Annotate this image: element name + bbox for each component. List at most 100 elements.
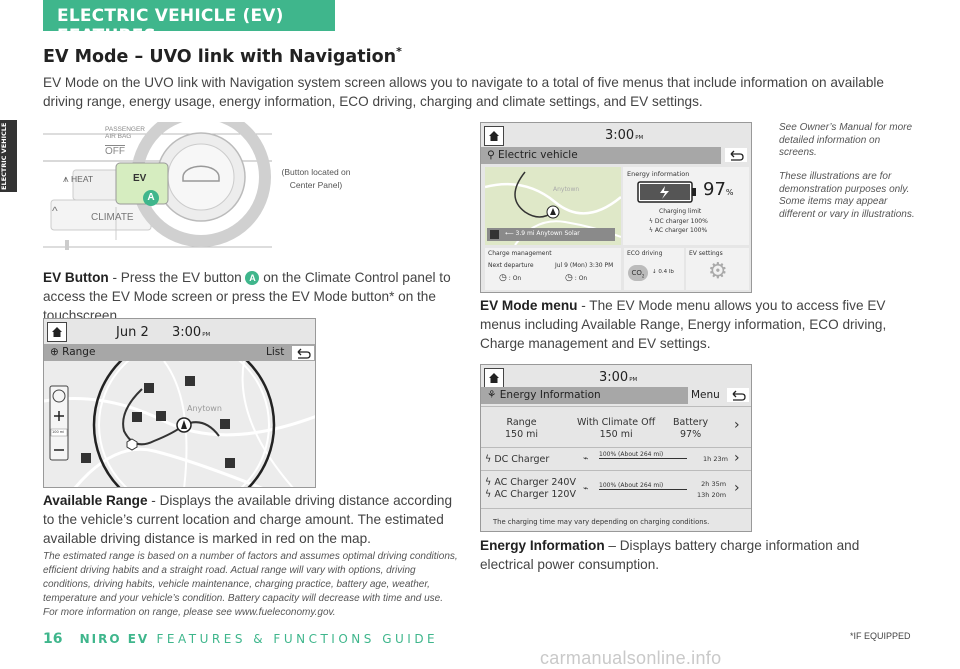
back-button[interactable] — [292, 346, 314, 360]
dc-charge-time: 1h 23m — [703, 455, 728, 463]
ev-clock: 3:00PM — [605, 128, 643, 143]
ac240-time: 2h 35m — [701, 480, 727, 488]
available-range-description: Available Range - Displays the available… — [43, 491, 458, 548]
side-tab: ELECTRIC VEHICLE (EV) FEATURES — [0, 65, 17, 192]
gear-icon: ⚙ — [708, 259, 728, 284]
dc-charger-row[interactable]: ϟ DC Charger ⌁ 100% (About 264 mi) 1h 23… — [481, 447, 751, 470]
ev-settings-panel[interactable]: EV settings ⚙ — [686, 248, 749, 290]
ei-clock-time: 3:00 — [599, 370, 629, 385]
ev-map[interactable] — [485, 167, 621, 245]
chevron-right-icon: › — [734, 417, 740, 433]
battery-percent: 97% — [703, 179, 734, 200]
home-button[interactable] — [47, 322, 67, 342]
charge-icon: ϟ — [649, 227, 653, 234]
ev-map-distance-text: 3.9 mi Anytown Solar — [515, 230, 580, 237]
electric-vehicle-screen: 3:00PM ⚲ Electric vehicle Anytown ⟵ 3.9 … — [480, 122, 752, 293]
charge-icon: ϟ — [649, 218, 653, 225]
energy-information-description: Energy Information – Displays battery ch… — [480, 536, 910, 574]
home-button[interactable] — [484, 126, 504, 146]
home-icon — [52, 327, 62, 337]
ev-button-text-1: - Press the EV button — [108, 270, 246, 285]
ac240-label: AC Charger 240V — [494, 477, 576, 488]
charge-management-panel[interactable]: Charge management Next departure Jul 9 (… — [485, 248, 621, 290]
battery-icon — [637, 181, 696, 203]
ev-mode-menu-heading: EV Mode menu — [480, 298, 578, 313]
eco-driving-panel[interactable]: ECO driving CO2 ↓ 0.4 lb — [624, 248, 684, 290]
menu-button[interactable]: Menu — [691, 389, 720, 401]
charging-notice-row: The charging time may vary depending on … — [481, 508, 751, 531]
ev-button-label[interactable]: EV — [133, 173, 147, 184]
range-clock: 3:00PM — [172, 325, 210, 340]
section-header-title: ELECTRIC VEHICLE (EV) FEATURES — [57, 6, 284, 46]
battery-stat-label: Battery — [673, 417, 709, 428]
intro-paragraph: EV Mode on the UVO link with Navigation … — [43, 75, 884, 109]
range-date: Jun 2 — [116, 325, 149, 340]
next-departure-label: Next departure — [488, 262, 534, 269]
charging-notice: The charging time may vary depending on … — [493, 518, 710, 526]
ev-button-badge: A — [143, 190, 159, 206]
side-tab-label: ELECTRIC VEHICLE (EV) FEATURES — [0, 65, 8, 190]
owners-manual-note: See Owner’s Manual for more detailed inf… — [779, 122, 913, 158]
ac-limit-text: AC charger 100% — [654, 227, 708, 234]
ev-clock-ampm: PM — [635, 135, 644, 141]
airbag-label-line1: PASSENGER — [105, 126, 145, 133]
range-fine-print: The estimated range is based on a number… — [43, 551, 458, 618]
page-footer: 16 NIRO EV FEATURES & FUNCTIONS GUIDE — [43, 628, 438, 647]
ev-button-inline-badge: A — [245, 271, 260, 285]
dc-limit: ϟ DC charger 100% — [649, 218, 708, 225]
if-equipped-note: *IF EQUIPPED — [850, 631, 911, 641]
page-number: 16 — [43, 631, 63, 647]
ev-button-description: EV Button - Press the EV button A on the… — [43, 268, 463, 325]
back-icon — [732, 390, 746, 401]
ev-mode-menu-text: - The EV Mode menu allows you to access … — [480, 298, 887, 351]
eco-driving-title: ECO driving — [627, 250, 663, 257]
back-button[interactable] — [727, 388, 749, 402]
battery-stat-value: 97% — [680, 429, 702, 440]
energy-info-panel[interactable]: Energy information 97% Charging limit ϟ … — [623, 167, 749, 245]
charge-icon: ϟ — [485, 477, 492, 488]
range-map — [44, 361, 315, 487]
chevron-right-icon: › — [734, 480, 740, 496]
departure-charge-on: : On — [574, 275, 588, 282]
range-screen: Jun 2 3:00PM ⊕ Range List Anytown 100 mi — [43, 318, 316, 488]
climate-off-value: 150 mi — [599, 429, 633, 440]
back-button[interactable] — [725, 148, 747, 162]
charge-icon: ϟ — [485, 489, 492, 500]
co2-label: CO — [631, 269, 642, 277]
ei-title-bar: ⚘ Energy Information — [481, 387, 688, 404]
energy-information-heading: Energy Information — [480, 538, 605, 553]
ev-map-distance: ⟵ 3.9 mi Anytown Solar — [505, 230, 580, 237]
ac120-time: 13h 20m — [697, 491, 727, 499]
co2-icon: CO2 — [628, 265, 648, 281]
home-button[interactable] — [484, 368, 504, 388]
page-title-asterisk: * — [396, 45, 402, 58]
ev-map-town: Anytown — [553, 186, 580, 193]
airbag-label-line2: AIR BAG — [105, 133, 132, 140]
heat-button[interactable]: ⩚ HEAT — [63, 174, 93, 185]
watermark: carmanualsonline.info — [540, 648, 722, 668]
departure-time: Jul 9 (Mon) 3:30 PM — [555, 262, 614, 269]
dc-charge-level: 100% (About 264 mi) — [599, 451, 687, 459]
ev-button-heading: EV Button — [43, 270, 109, 285]
illustration-note: These illustrations are for demonstratio… — [779, 171, 915, 220]
list-button[interactable]: List — [266, 346, 285, 358]
guide-name: FEATURES & FUNCTIONS GUIDE — [156, 632, 439, 646]
energy-info-title: Energy information — [627, 170, 690, 178]
range-clock-ampm: PM — [202, 332, 211, 338]
battery-percent-value: 97 — [703, 179, 726, 200]
departure-climate-status: ◷ : On — [499, 273, 521, 283]
range-clock-time: 3:00 — [172, 325, 202, 340]
guide-model: NIRO EV — [79, 632, 150, 646]
ei-title: ⚘ Energy Information — [487, 389, 601, 401]
range-tab[interactable]: ⊕ Range — [50, 346, 95, 358]
ev-title-label: Electric vehicle — [498, 149, 578, 161]
plug-icon: ⌁ — [583, 484, 589, 494]
climate-panel-drawing — [43, 122, 272, 250]
page-title-text: EV Mode – UVO link with Navigation — [43, 46, 397, 67]
